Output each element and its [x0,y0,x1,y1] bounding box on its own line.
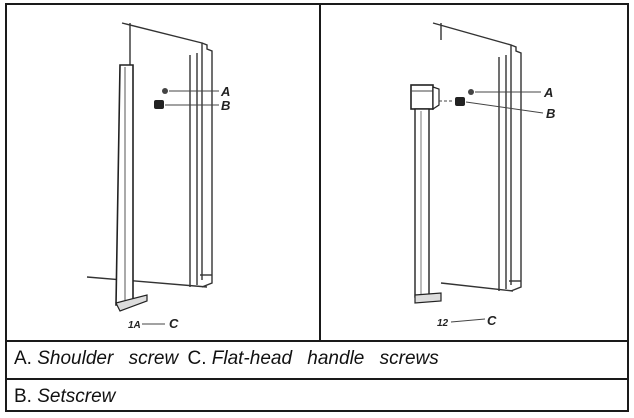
row-divider-top [5,340,629,342]
left-illustration: A B 1A C [7,5,319,340]
legend-b-letter: B. [14,386,32,407]
left-illustration-svg: A B 1A C [86,22,230,331]
legend-row-1: A. Shoulder screw C. Flat-head handle sc… [14,348,439,370]
panel-divider [319,3,321,340]
label-a: A [220,84,230,99]
legend-a-letter: A. [14,348,32,369]
legend-row-2: B. Setscrew [14,386,115,408]
setscrew-callout: B [154,98,230,113]
label-c: C [487,313,497,328]
legend-a-text: Shoulder screw [37,348,179,369]
legend-b-text: Setscrew [37,386,116,407]
shoulder-screw-callout: A [162,84,230,99]
door-panel [86,22,213,288]
flat-head-screw-callout: 12 C [437,313,497,329]
right-illustration: A B 12 C [321,5,627,340]
flat-head-screw-callout: 1A C [128,316,179,331]
figure-frame [5,3,629,412]
label-a: A [543,85,553,100]
label-b: B [546,106,555,121]
setscrew-callout: B [439,97,555,121]
shoulder-screw-callout: A [468,85,553,100]
right-illustration-svg: A B 12 C [410,22,555,329]
row-divider-bottom [5,378,629,380]
door-handle [410,84,442,304]
door-handle [115,64,148,312]
screw-mark: 1A [128,320,141,331]
legend-c-letter: C. [187,348,207,369]
label-b: B [221,98,230,113]
screw-mark: 12 [437,318,449,329]
legend-c-text: Flat-head handle screws [211,348,439,369]
door-panel [432,22,522,292]
label-c: C [169,316,179,331]
